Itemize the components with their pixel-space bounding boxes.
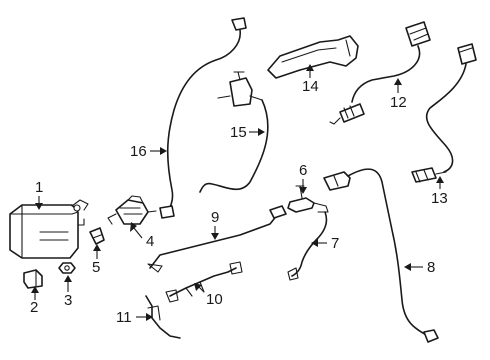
svg-text:3: 3 — [64, 292, 72, 309]
callout-5: 5 — [92, 244, 101, 276]
callout-16: 16 — [130, 143, 167, 160]
vent-hose — [159, 17, 247, 219]
charcoal-canister — [9, 199, 89, 259]
svg-text:6: 6 — [299, 162, 307, 179]
hose-assembly — [165, 261, 243, 303]
callout-7: 7 — [311, 235, 339, 252]
svg-text:16: 16 — [130, 143, 147, 160]
callout-9: 9 — [211, 209, 219, 240]
purge-valve — [107, 195, 157, 225]
callout-13: 13 — [431, 176, 448, 207]
svg-text:14: 14 — [302, 78, 319, 95]
hose-bracket — [145, 295, 181, 339]
svg-text:10: 10 — [206, 291, 223, 308]
callout-12: 12 — [390, 78, 407, 111]
svg-text:7: 7 — [331, 235, 339, 252]
svg-text:11: 11 — [116, 309, 132, 326]
nut — [58, 262, 76, 274]
callout-15: 15 — [230, 124, 265, 141]
svg-text:12: 12 — [390, 94, 407, 111]
callout-4: 4 — [130, 222, 154, 250]
valve-hose — [199, 71, 269, 193]
callout-10: 10 — [194, 283, 223, 308]
heat-shield — [267, 35, 359, 79]
svg-text:8: 8 — [427, 259, 435, 276]
callout-3: 3 — [64, 275, 72, 309]
callout-8: 8 — [404, 259, 435, 276]
svg-text:4: 4 — [146, 233, 154, 250]
long-hose — [323, 168, 439, 343]
callout-6: 6 — [299, 162, 307, 194]
oxygen-sensor-upstream — [329, 21, 431, 125]
svg-text:15: 15 — [230, 124, 247, 141]
hose-connector — [89, 227, 105, 245]
svg-text:1: 1 — [35, 179, 43, 196]
fuel-pipe — [147, 205, 287, 273]
callout-14: 14 — [302, 64, 319, 95]
svg-text:9: 9 — [211, 209, 219, 226]
callout-11: 11 — [116, 309, 153, 326]
oxygen-sensor-downstream — [411, 43, 477, 183]
callout-2: 2 — [30, 286, 39, 316]
svg-text:13: 13 — [431, 190, 448, 207]
svg-text:2: 2 — [30, 299, 38, 316]
canister-bracket — [23, 269, 43, 289]
t-fitting — [287, 185, 329, 213]
svg-text:5: 5 — [92, 259, 100, 276]
callout-1: 1 — [35, 179, 43, 210]
short-hose — [287, 211, 328, 281]
